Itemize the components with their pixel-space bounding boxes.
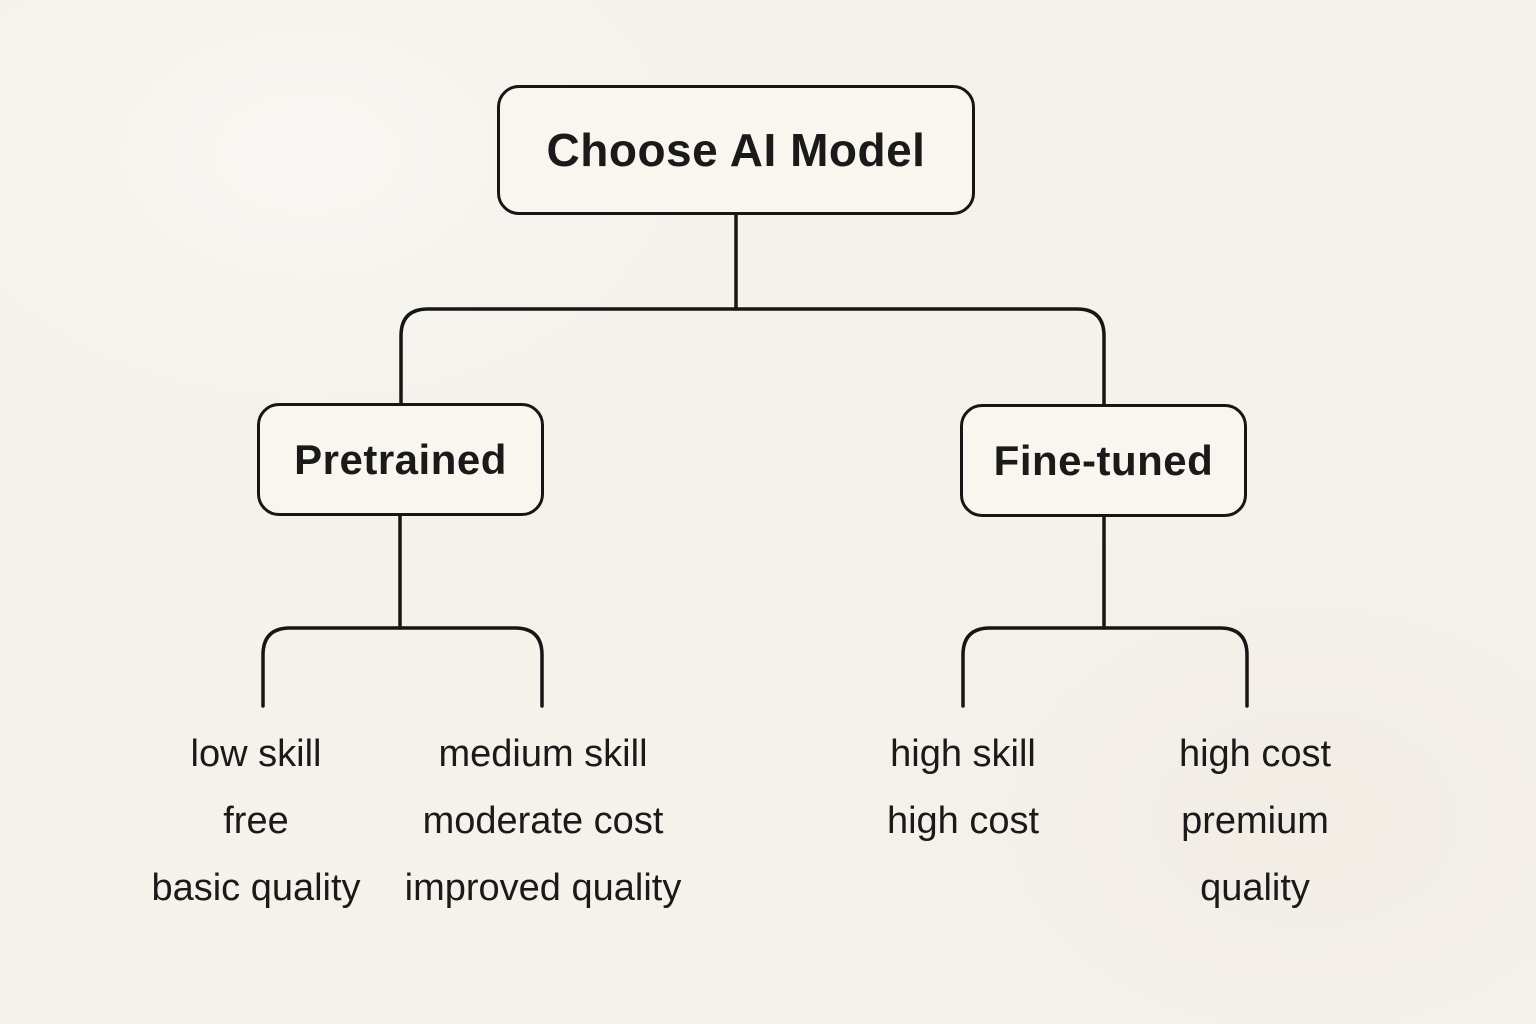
leaf-pretrained-low-skill: low skill free basic quality — [151, 721, 360, 922]
leaf-line: quality — [1200, 867, 1310, 909]
connector-finetuned-to-leaves — [961, 626, 1249, 708]
leaf-line: high cost — [886, 800, 1040, 842]
leaf-line: basic quality — [151, 867, 361, 909]
leaf-line: premium — [1181, 800, 1329, 842]
node-choose-ai-model: Choose AI Model — [497, 85, 975, 215]
leaf-line: high cost — [1178, 733, 1332, 775]
leaf-finetuned-high-skill: high skill high cost — [887, 721, 1039, 855]
node-choose-ai-model-label: Choose AI Model — [546, 124, 926, 176]
node-finetuned-label: Fine-tuned — [993, 436, 1214, 484]
leaf-line: improved quality — [404, 867, 682, 909]
leaf-finetuned-premium: high cost premium quality — [1179, 721, 1331, 922]
connector-pretrained-to-leaves — [261, 626, 544, 708]
connector-root-to-branches — [399, 307, 1106, 406]
leaf-line: low skill — [190, 733, 322, 775]
leaf-line: free — [223, 800, 289, 842]
node-finetuned: Fine-tuned — [960, 404, 1247, 517]
leaf-line: high skill — [890, 733, 1036, 775]
leaf-line: medium skill — [438, 733, 648, 775]
node-pretrained-label: Pretrained — [294, 435, 507, 483]
leaf-line: moderate cost — [422, 800, 664, 842]
node-pretrained: Pretrained — [257, 403, 544, 516]
leaf-pretrained-medium-skill: medium skill moderate cost improved qual… — [405, 721, 682, 922]
